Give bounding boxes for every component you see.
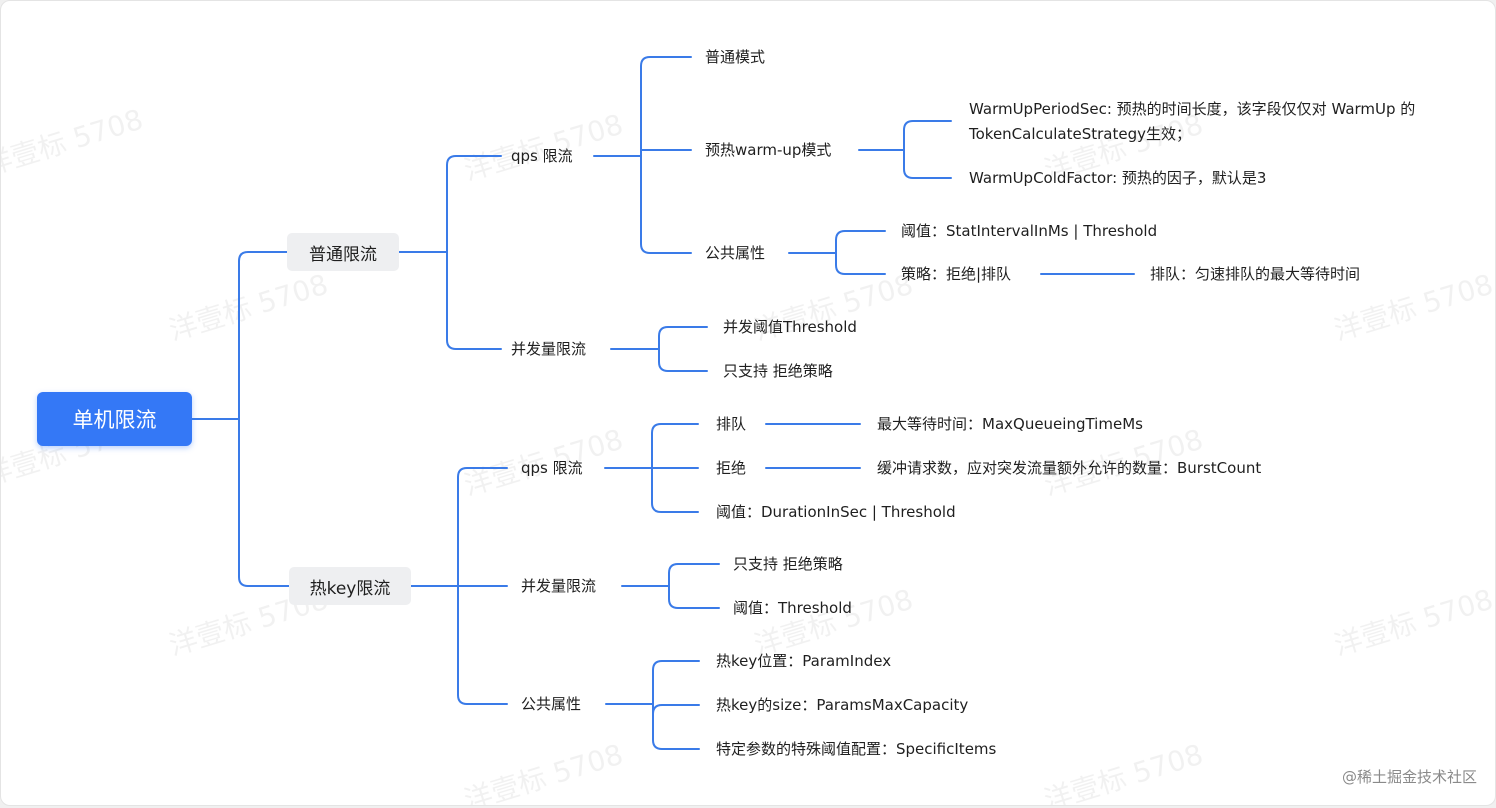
node-concurrency-ratelimit[interactable]: 并发量限流 [511, 340, 587, 358]
node-common-ratelimit[interactable]: 普通限流 [287, 233, 399, 271]
node-common-attributes[interactable]: 公共属性 [705, 244, 766, 262]
node-qps-ratelimit[interactable]: qps 限流 [511, 147, 573, 165]
node-hot-queue[interactable]: 排队 [716, 415, 747, 433]
node-hot-concurrency-threshold[interactable]: 阈值：Threshold [733, 599, 852, 617]
warmup-period-line1: WarmUpPeriodSec: 预热的时间长度，该字段仅仅对 WarmUp 的 [969, 100, 1416, 118]
node-concurrency-threshold[interactable]: 并发阈值Threshold [723, 318, 857, 336]
node-strategy[interactable]: 策略：拒绝|排队 [901, 265, 1012, 283]
node-warmup-mode[interactable]: 预热warm-up模式 [705, 141, 832, 159]
footer-credit: @稀土掘金技术社区 [1341, 768, 1477, 786]
node-hot-reject-only[interactable]: 只支持 拒绝策略 [733, 555, 843, 573]
node-reject-only[interactable]: 只支持 拒绝策略 [723, 362, 833, 380]
node-warmup-cold-factor[interactable]: WarmUpColdFactor: 预热的因子，默认是3 [969, 169, 1267, 187]
node-hot-params-capacity[interactable]: 热key的size：ParamsMaxCapacity [716, 696, 969, 714]
root-node[interactable]: 单机限流 [37, 392, 192, 446]
node-hot-threshold[interactable]: 阈值：DurationInSec | Threshold [716, 503, 956, 521]
node-hot-reject[interactable]: 拒绝 [716, 459, 747, 477]
node-queue-detail[interactable]: 排队：匀速排队的最大等待时间 [1150, 265, 1361, 283]
node-hot-param-index[interactable]: 热key位置：ParamIndex [716, 652, 892, 670]
node-hot-common-attributes[interactable]: 公共属性 [521, 695, 582, 713]
node-hot-concurrency-ratelimit[interactable]: 并发量限流 [521, 577, 597, 595]
warmup-period-line2: TokenCalculateStrategy生效； [969, 125, 1192, 143]
node-hot-reject-detail[interactable]: 缓冲请求数，应对突发流量额外允许的数量：BurstCount [877, 459, 1262, 477]
node-hot-queue-detail[interactable]: 最大等待时间：MaxQueueingTimeMs [877, 415, 1143, 433]
node-hot-specific-items[interactable]: 特定参数的特殊阈值配置：SpecificItems [716, 740, 997, 758]
node-hot-qps-ratelimit[interactable]: qps 限流 [521, 459, 583, 477]
node-normal-mode[interactable]: 普通模式 [705, 48, 766, 66]
node-warmup-period[interactable]: WarmUpPeriodSec: 预热的时间长度，该字段仅仅对 WarmUp 的… [969, 97, 1415, 147]
node-threshold[interactable]: 阈值：StatIntervalInMs | Threshold [901, 222, 1158, 240]
node-hotkey-ratelimit[interactable]: 热key限流 [289, 567, 411, 605]
